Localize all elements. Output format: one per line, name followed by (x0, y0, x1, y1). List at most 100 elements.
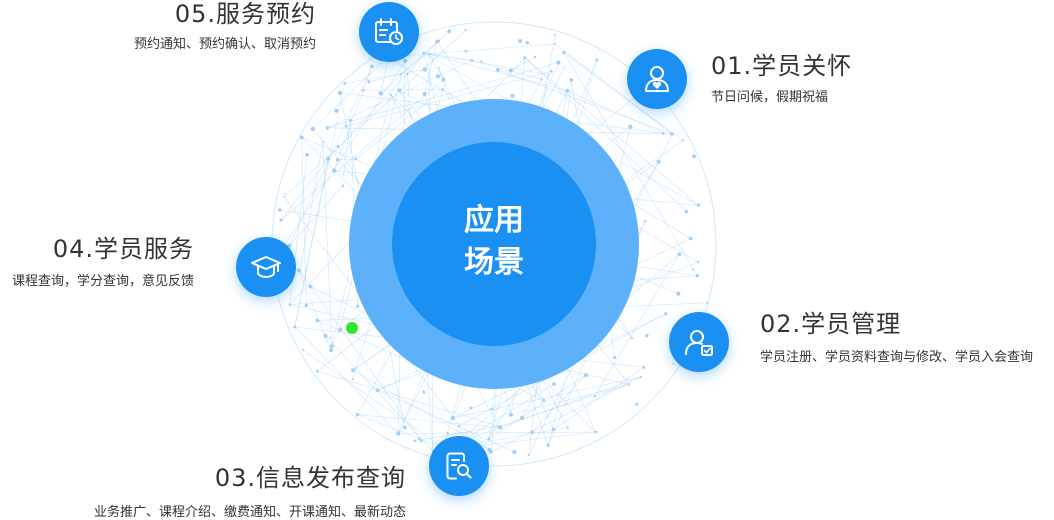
network-node (338, 90, 343, 95)
network-node (593, 394, 597, 398)
network-node (343, 81, 346, 85)
node-student-service[interactable] (236, 237, 296, 297)
network-node (692, 154, 696, 159)
network-link (510, 384, 630, 416)
network-node (367, 80, 371, 84)
item-desc-info-publish-query: 业务推广、课程介绍、缴费通知、开课通知、最新动态 (93, 505, 406, 520)
network-node (332, 168, 337, 173)
item-title-student-service: 04.学员服务 (52, 235, 194, 263)
network-node (322, 140, 324, 143)
graduation-cap-icon (251, 256, 281, 279)
network-node (355, 412, 360, 417)
network-node (569, 78, 574, 82)
network-node (546, 443, 550, 447)
network-link (317, 371, 500, 427)
network-link (298, 270, 422, 442)
network-node (435, 74, 441, 79)
network-node (645, 334, 649, 338)
network-link (298, 270, 332, 351)
network-node (697, 260, 700, 264)
network-link (398, 431, 596, 434)
item-title-info-publish-query: 03.信息发布查询 (214, 464, 406, 492)
center-label: 应用 场景 (446, 200, 542, 284)
network-node (489, 450, 493, 454)
network-node (288, 303, 292, 306)
network-node (566, 426, 569, 429)
center-label-line2: 场景 (464, 245, 524, 280)
network-node (519, 415, 525, 421)
network-node (350, 368, 355, 373)
network-node (643, 220, 647, 223)
node-student-management[interactable] (669, 312, 729, 372)
network-link (380, 57, 389, 94)
network-link (393, 43, 556, 57)
network-node (284, 192, 286, 195)
network-link (471, 60, 542, 80)
network-node (348, 118, 353, 122)
item-title-student-management: 02.学员管理 (760, 310, 902, 338)
network-node (691, 268, 694, 271)
network-node (370, 64, 374, 69)
network-node (279, 218, 283, 222)
network-node (540, 78, 543, 81)
network-node (480, 60, 483, 63)
network-node (402, 425, 407, 430)
network-link (331, 329, 341, 347)
green-marker-dot (346, 322, 358, 334)
network-node (323, 333, 328, 338)
network-node (672, 362, 675, 365)
network-node (293, 325, 297, 329)
network-node (696, 203, 701, 207)
network-link (289, 154, 308, 305)
network-node (510, 93, 515, 98)
network-node (554, 42, 556, 45)
inner-circle (392, 142, 596, 346)
network-node (427, 52, 431, 56)
network-node (470, 58, 474, 62)
network-node (695, 274, 700, 278)
network-link (302, 349, 444, 449)
network-link (452, 376, 641, 419)
network-node (329, 344, 334, 349)
node-student-care[interactable] (627, 49, 687, 109)
network-node (337, 327, 343, 332)
network-node (310, 126, 316, 132)
network-node (547, 73, 550, 76)
network-node (315, 318, 320, 323)
network-node (441, 77, 446, 82)
network-node (508, 68, 513, 73)
network-node (400, 73, 403, 76)
item-desc-service-booking: 预约通知、预约确认、取消预约 (133, 37, 316, 52)
network-node (403, 58, 408, 63)
document-search-icon (446, 452, 472, 480)
network-node (553, 33, 556, 36)
network-node (437, 39, 441, 43)
network-node (533, 55, 537, 59)
network-node (305, 152, 309, 157)
network-node (583, 373, 588, 378)
network-node (556, 60, 561, 65)
network-link (344, 69, 425, 84)
network-node (301, 348, 304, 351)
network-link (377, 389, 515, 453)
network-node (684, 209, 689, 214)
network-link (532, 374, 587, 433)
node-service-booking[interactable] (359, 2, 419, 62)
network-link (322, 141, 333, 347)
network-node (670, 132, 674, 136)
network-node (490, 407, 494, 411)
node-info-publish-query[interactable] (429, 436, 489, 496)
network-link (333, 66, 373, 171)
network-node (316, 370, 319, 373)
network-node (530, 430, 535, 434)
network-node (469, 406, 473, 410)
network-node (437, 67, 440, 69)
network-node (378, 91, 383, 96)
network-link (327, 60, 473, 129)
network-link (294, 83, 345, 328)
network-link (594, 254, 680, 397)
network-link (357, 414, 501, 428)
item-title-student-care: 01.学员关怀 (711, 52, 853, 80)
network-link (355, 89, 444, 160)
